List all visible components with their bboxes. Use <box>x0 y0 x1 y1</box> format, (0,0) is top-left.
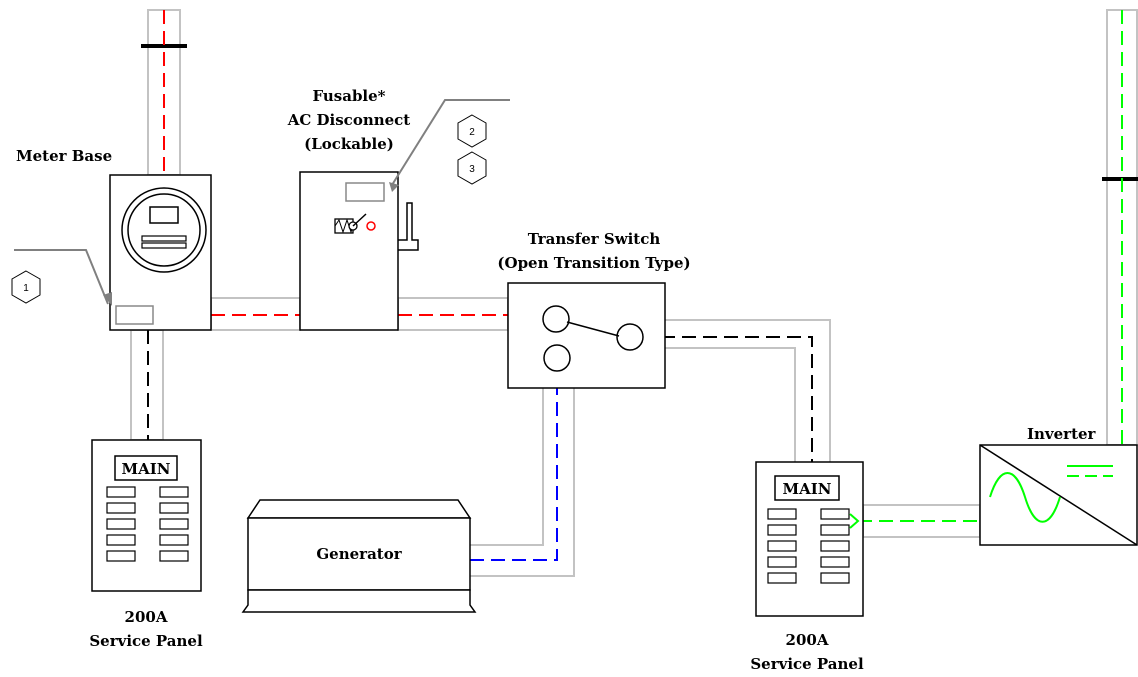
generator-body <box>247 517 471 591</box>
meter-base-label: Meter Base <box>16 147 112 165</box>
breaker <box>820 540 850 552</box>
meter-dial-window <box>149 206 179 224</box>
breaker <box>820 556 850 568</box>
breaker <box>106 486 136 498</box>
transfer-load-terminal <box>616 323 644 351</box>
meter-label-plate <box>115 305 154 325</box>
switch-blade <box>352 213 367 227</box>
left-panel-main-label: MAIN <box>122 460 171 478</box>
ac-sine-icon <box>989 472 1061 523</box>
right-panel-main-breaker <box>774 475 840 501</box>
transfer-to-panel-conduit <box>665 319 831 462</box>
meter-base: Meter Base <box>16 147 212 331</box>
switch-contact <box>366 221 376 231</box>
left-panel-main-breaker <box>114 455 178 481</box>
callout-2-number: 2 <box>469 127 475 138</box>
callout-1-hexagon <box>11 270 41 304</box>
breaker <box>159 534 189 546</box>
meter-ring-inner <box>127 193 201 267</box>
generator-base <box>241 589 477 613</box>
left-panel-rating: 200A <box>125 608 168 626</box>
breaker <box>767 556 797 568</box>
transfer-generator-terminal <box>543 344 571 372</box>
breaker <box>106 502 136 514</box>
breaker <box>767 508 797 520</box>
breaker <box>767 540 797 552</box>
transfer-label-1: Transfer Switch <box>528 230 661 248</box>
disconnect-handle <box>398 202 419 251</box>
generator-to-transfer-conduit <box>470 388 575 577</box>
right-panel-breakers <box>767 508 850 584</box>
breaker <box>159 518 189 530</box>
breaker <box>159 486 189 498</box>
solar-breaker-connector <box>849 513 860 529</box>
callout-1-leader <box>14 249 109 305</box>
callout-3-hexagon <box>457 151 487 185</box>
fuse-element <box>334 218 354 234</box>
disconnect-label-3: (Lockable) <box>304 135 394 153</box>
breaker <box>820 508 850 520</box>
generator: Generator <box>241 499 477 613</box>
left-panel-breakers <box>106 486 189 562</box>
callout-2-3: 2 3 <box>389 99 510 192</box>
meter-digit-bar-1 <box>141 235 187 242</box>
disconnect-label-plate <box>345 182 385 202</box>
generator-top <box>246 499 472 519</box>
breaker <box>767 572 797 584</box>
callout-2-hexagon <box>457 114 487 148</box>
callout-1-number: 1 <box>23 283 29 294</box>
generator-wire <box>470 372 558 561</box>
transfer-utility-terminal <box>542 305 570 333</box>
right-service-panel: MAIN 200A Service Panel <box>750 461 864 673</box>
callout-1: 1 <box>11 249 112 306</box>
callout-3-number: 3 <box>469 164 475 175</box>
transfer-switch: Transfer Switch (Open Transition Type) <box>497 230 691 389</box>
callout-1-arrowhead <box>103 292 112 306</box>
left-panel-box <box>91 439 202 592</box>
right-panel-rating: 200A <box>786 631 829 649</box>
callout-2-arrowhead <box>389 182 399 192</box>
disconnect-label-1: Fusable* <box>312 87 385 105</box>
breaker <box>159 550 189 562</box>
inverter-diagonal <box>979 444 1138 546</box>
right-panel-name: Service Panel <box>750 655 864 673</box>
inverter-label: Inverter <box>1027 425 1097 443</box>
breaker <box>159 502 189 514</box>
callout-2-leader <box>391 99 510 186</box>
disconnect-label-2: AC Disconnect <box>287 111 411 129</box>
breaker <box>820 572 850 584</box>
ac-disconnect: Fusable* AC Disconnect (Lockable) <box>287 87 419 331</box>
breaker <box>820 524 850 536</box>
transfer-switch-blade <box>566 321 620 337</box>
generator-label: Generator <box>316 545 402 563</box>
inverter: Inverter <box>979 425 1138 546</box>
left-service-panel: MAIN 200A Service Panel <box>89 439 203 650</box>
load-wire-right <box>640 336 813 476</box>
breaker <box>106 550 136 562</box>
breaker <box>106 518 136 530</box>
breaker <box>767 524 797 536</box>
meter-digit-bar-2 <box>141 242 187 249</box>
right-panel-main-label: MAIN <box>783 480 832 498</box>
left-panel-name: Service Panel <box>89 632 203 650</box>
transfer-label-2: (Open Transition Type) <box>497 254 690 272</box>
breaker <box>106 534 136 546</box>
